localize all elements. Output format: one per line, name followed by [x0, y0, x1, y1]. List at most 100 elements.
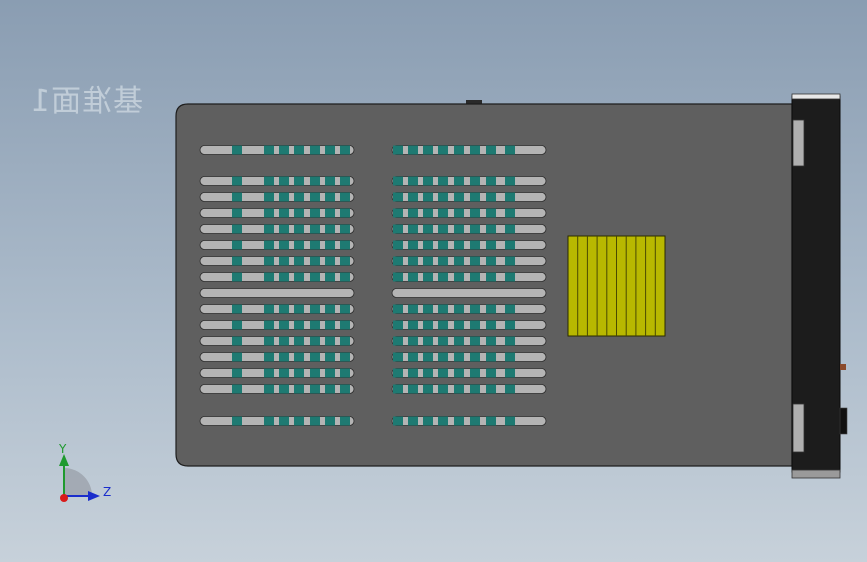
terminal-pin	[408, 416, 418, 426]
terminal-pin	[470, 192, 480, 202]
terminal-pin	[325, 272, 335, 282]
terminal-pin	[470, 336, 480, 346]
terminal-pin	[438, 272, 448, 282]
terminal-pin	[294, 272, 304, 282]
terminal-pin	[486, 336, 496, 346]
terminal-pin	[408, 384, 418, 394]
terminal-pin	[340, 320, 350, 330]
terminal-pin	[340, 352, 350, 362]
terminal-pin	[232, 256, 242, 266]
housing-body[interactable]	[175, 103, 793, 467]
terminal-pin	[393, 240, 403, 250]
terminal-pin	[438, 192, 448, 202]
terminal-pin	[279, 176, 289, 186]
terminal-pin	[408, 336, 418, 346]
terminal-pin	[393, 368, 403, 378]
terminal-pin	[393, 416, 403, 426]
vent-slot	[391, 288, 547, 298]
terminal-pin	[264, 320, 274, 330]
terminal-pin	[505, 384, 515, 394]
side-knob	[839, 407, 848, 435]
terminal-pin	[264, 256, 274, 266]
terminal-pin	[470, 256, 480, 266]
terminal-pin	[454, 352, 464, 362]
terminal-pin	[340, 192, 350, 202]
terminal-pin	[454, 384, 464, 394]
terminal-pin	[325, 368, 335, 378]
terminal-pin	[505, 304, 515, 314]
terminal-pin	[340, 240, 350, 250]
terminal-pin	[486, 224, 496, 234]
terminal-pin	[470, 416, 480, 426]
terminal-pin	[505, 416, 515, 426]
end-cap[interactable]	[791, 93, 848, 479]
terminal-pin	[438, 145, 448, 155]
terminal-pin	[264, 145, 274, 155]
terminal-pin	[264, 192, 274, 202]
terminal-pin	[393, 192, 403, 202]
terminal-pin	[264, 384, 274, 394]
terminal-pin	[438, 320, 448, 330]
terminal-pin	[294, 145, 304, 155]
terminal-pin	[232, 240, 242, 250]
terminal-pin	[325, 256, 335, 266]
terminal-pin	[423, 176, 433, 186]
terminal-pin	[470, 368, 480, 378]
terminal-pin	[294, 224, 304, 234]
side-pin	[840, 364, 846, 370]
terminal-pin	[232, 176, 242, 186]
terminal-pin	[264, 416, 274, 426]
terminal-pin	[470, 240, 480, 250]
terminal-pin	[438, 336, 448, 346]
terminal-pin	[310, 145, 320, 155]
terminal-pin	[454, 416, 464, 426]
terminal-pin	[279, 384, 289, 394]
terminal-pin	[310, 416, 320, 426]
terminal-pin	[454, 336, 464, 346]
terminal-pin	[423, 384, 433, 394]
terminal-pin	[393, 304, 403, 314]
terminal-pin	[310, 192, 320, 202]
terminal-pin	[393, 352, 403, 362]
terminal-pin	[505, 336, 515, 346]
terminal-pin	[470, 384, 480, 394]
terminal-pin	[310, 352, 320, 362]
terminal-pin	[294, 208, 304, 218]
terminal-pin	[393, 320, 403, 330]
terminal-pin	[486, 272, 496, 282]
terminal-pin	[264, 336, 274, 346]
terminal-pin	[486, 384, 496, 394]
terminal-pin	[423, 352, 433, 362]
terminal-pin	[279, 352, 289, 362]
terminal-pin	[438, 384, 448, 394]
terminal-pin	[325, 208, 335, 218]
terminal-pin	[423, 368, 433, 378]
terminal-pin	[454, 145, 464, 155]
terminal-pin	[454, 240, 464, 250]
terminal-pin	[505, 208, 515, 218]
terminal-pin	[279, 336, 289, 346]
terminal-pin	[294, 256, 304, 266]
terminal-pin	[454, 304, 464, 314]
terminal-pin	[454, 320, 464, 330]
terminal-pin	[340, 384, 350, 394]
terminal-pin	[505, 368, 515, 378]
terminal-pin	[340, 336, 350, 346]
vent-slot-group	[199, 145, 547, 426]
terminal-pin	[232, 272, 242, 282]
terminal-pin	[279, 272, 289, 282]
terminal-pin	[294, 240, 304, 250]
terminal-pin	[325, 224, 335, 234]
terminal-pin	[438, 304, 448, 314]
end-cap-tab-top	[792, 119, 805, 167]
terminal-pin	[310, 176, 320, 186]
terminal-pin	[325, 336, 335, 346]
terminal-pin	[264, 224, 274, 234]
terminal-pin	[438, 416, 448, 426]
terminal-pin	[486, 320, 496, 330]
axis-z-label: Z	[103, 485, 112, 499]
terminal-pin	[279, 368, 289, 378]
terminal-pin	[505, 240, 515, 250]
